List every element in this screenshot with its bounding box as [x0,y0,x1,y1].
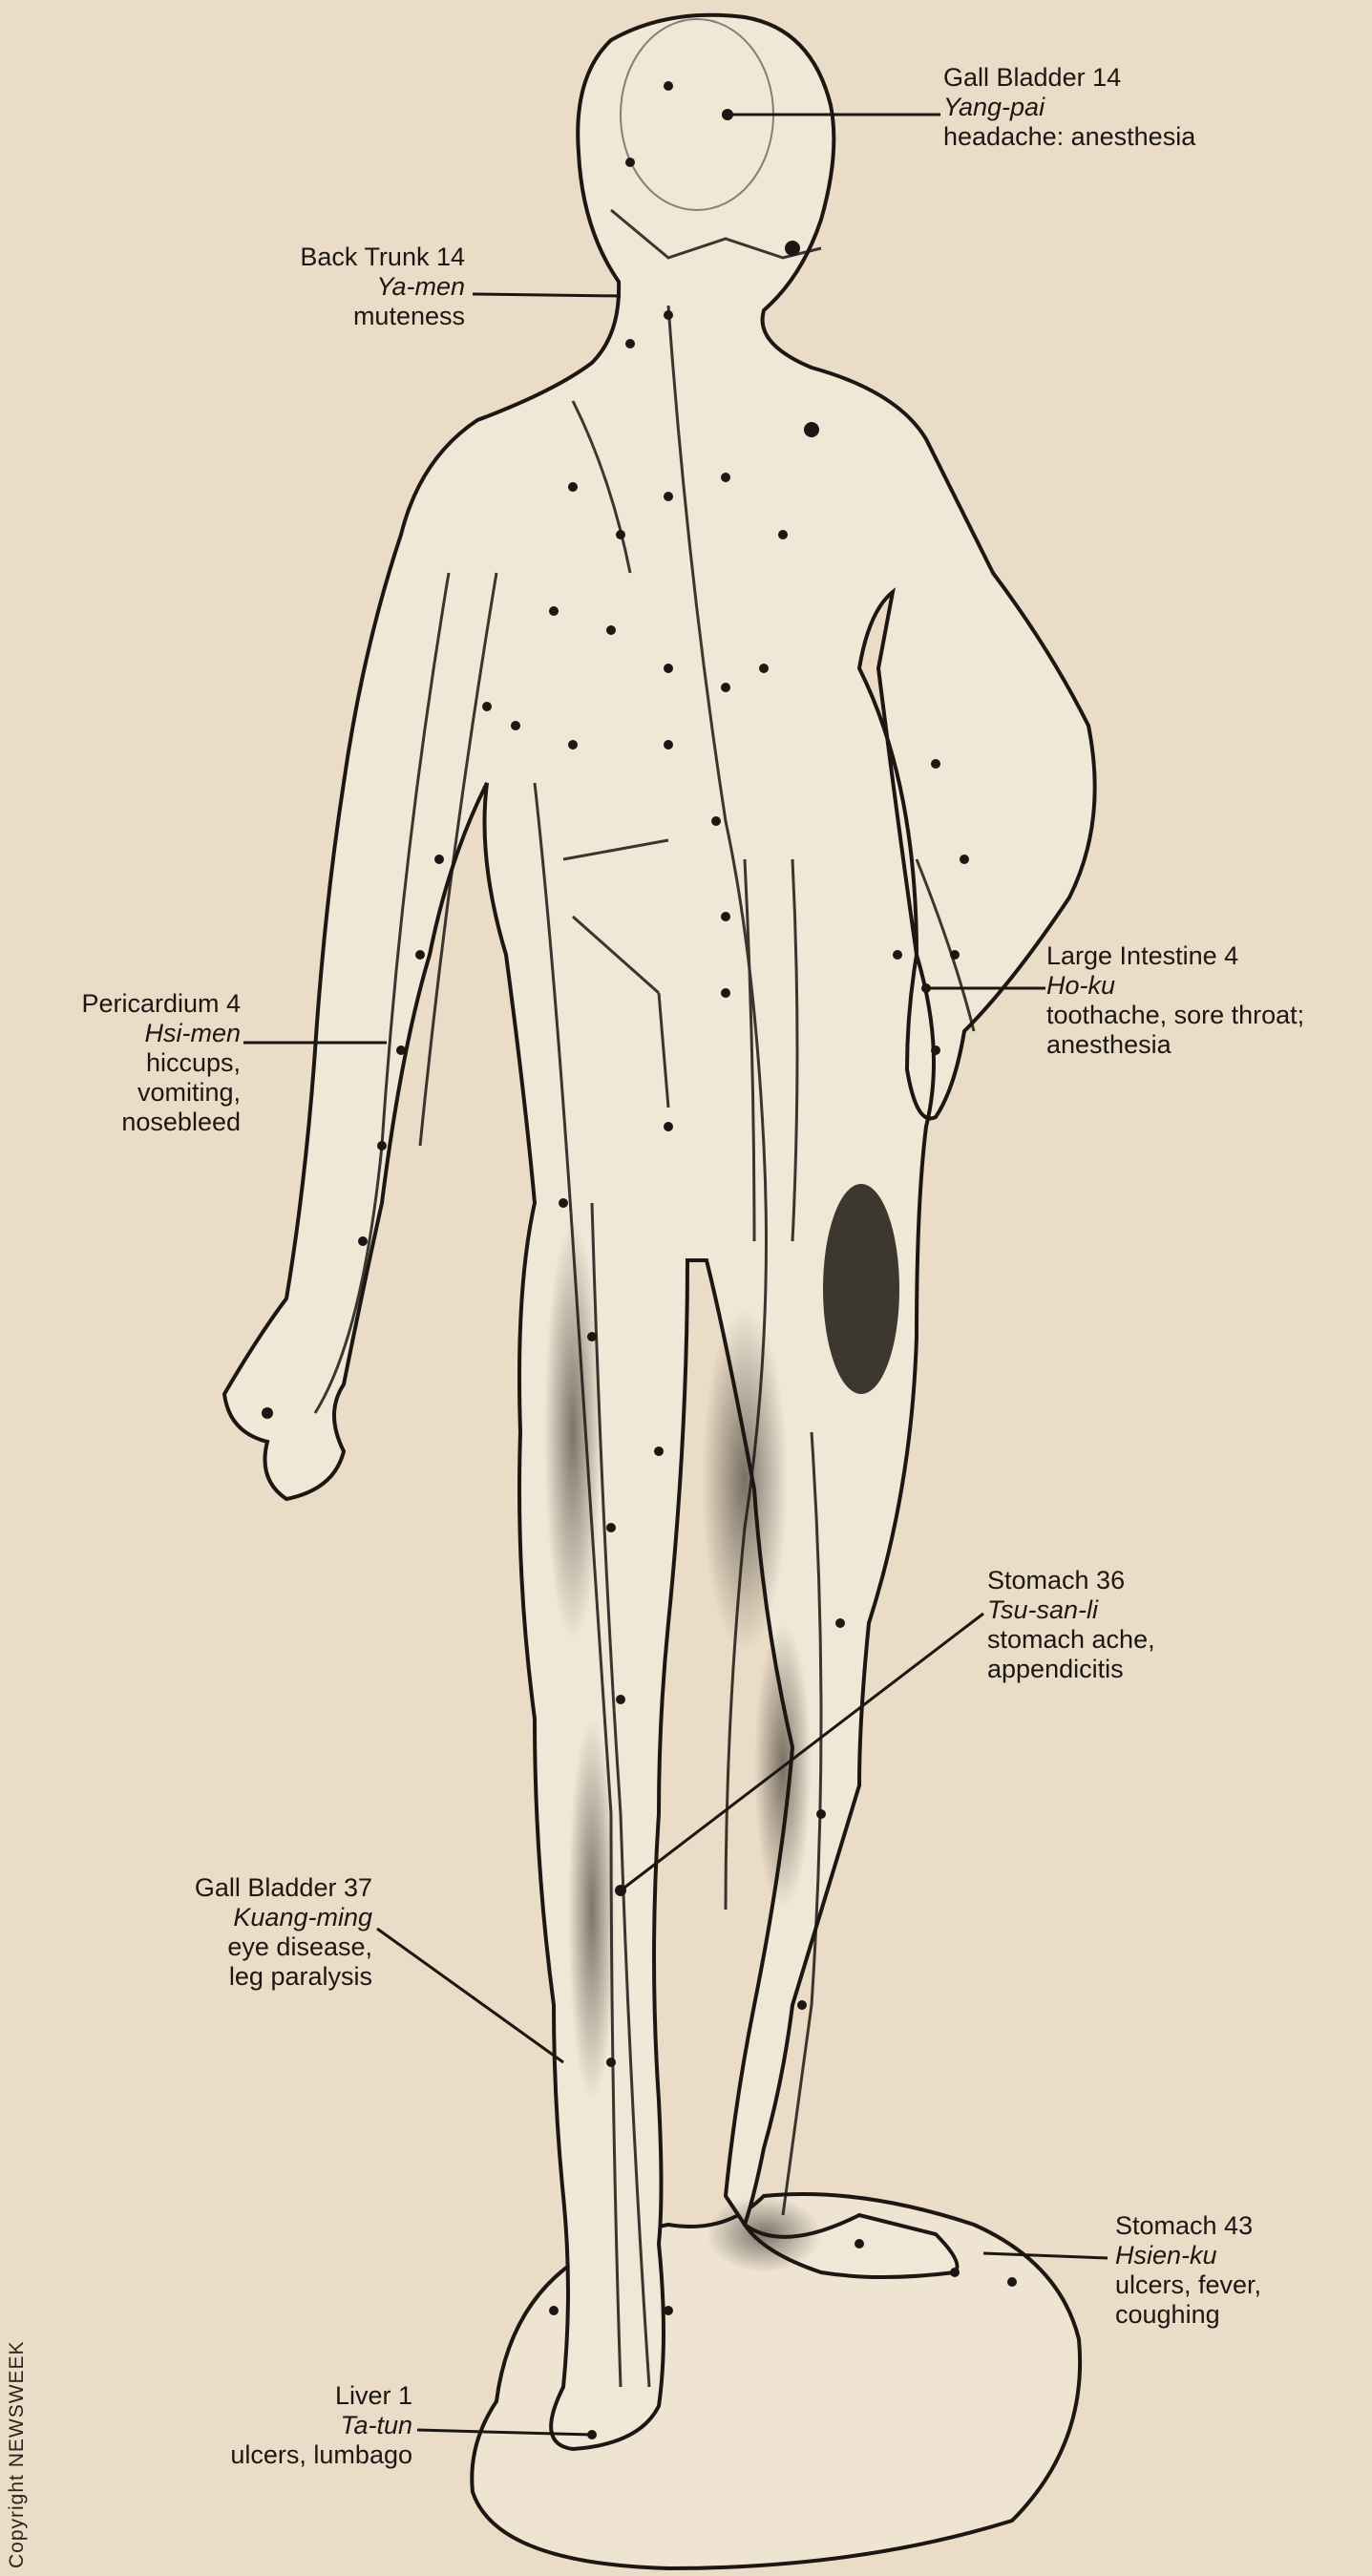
label-back-trunk-14: Back Trunk 14 Ya-men muteness [300,243,465,331]
label-large-intestine-4: Large Intestine 4 Ho-ku toothache, sore … [1046,941,1304,1060]
point-effect: muteness [300,302,465,331]
label-stomach-43: Stomach 43 Hsien-ku ulcers, fever, cough… [1115,2211,1261,2330]
point-effect: appendicitis [987,1655,1155,1684]
point-name: Gall Bladder 37 [195,1873,372,1903]
point-effect: toothache, sore throat; [1046,1001,1304,1030]
point-effect: ulcers, fever, [1115,2270,1261,2300]
label-liver-1: Liver 1 Ta-tun ulcers, lumbago [230,2381,412,2470]
point-effect: stomach ache, [987,1625,1155,1655]
point-effect: hiccups, [81,1048,241,1078]
point-effect: eye disease, [195,1932,372,1962]
point-pinyin: Ya-men [300,272,465,302]
label-stomach-36: Stomach 36 Tsu-san-li stomach ache, appe… [987,1566,1155,1684]
point-pinyin: Ho-ku [1046,971,1304,1001]
point-effect: coughing [1115,2300,1261,2330]
point-name: Stomach 36 [987,1566,1155,1595]
statue-body [224,15,1095,2449]
point-effect: headache: anesthesia [943,122,1195,152]
point-effect: nosebleed [81,1108,241,1137]
point-pinyin: Tsu-san-li [987,1595,1155,1625]
point-effect: vomiting, [81,1078,241,1108]
point-pinyin: Ta-tun [230,2411,412,2440]
point-effect: leg paralysis [195,1962,372,1992]
point-pinyin: Hsien-ku [1115,2241,1261,2270]
point-pinyin: Hsi-men [81,1019,241,1048]
point-pinyin: Yang-pai [943,93,1195,122]
label-pericardium-4: Pericardium 4 Hsi-men hiccups, vomiting,… [81,989,241,1137]
point-name: Liver 1 [230,2381,412,2411]
point-effect: anesthesia [1046,1030,1304,1060]
point-pinyin: Kuang-ming [195,1903,372,1932]
point-name: Large Intestine 4 [1046,941,1304,971]
point-name: Gall Bladder 14 [943,63,1195,93]
label-gall-bladder-37: Gall Bladder 37 Kuang-ming eye disease, … [195,1873,372,1992]
label-gall-bladder-14: Gall Bladder 14 Yang-pai headache: anest… [943,63,1195,152]
copyright-credit: Copyright NEWSWEEK [6,2340,29,2568]
point-name: Stomach 43 [1115,2211,1261,2241]
point-name: Back Trunk 14 [300,243,465,272]
point-effect: ulcers, lumbago [230,2440,412,2470]
point-name: Pericardium 4 [81,989,241,1019]
